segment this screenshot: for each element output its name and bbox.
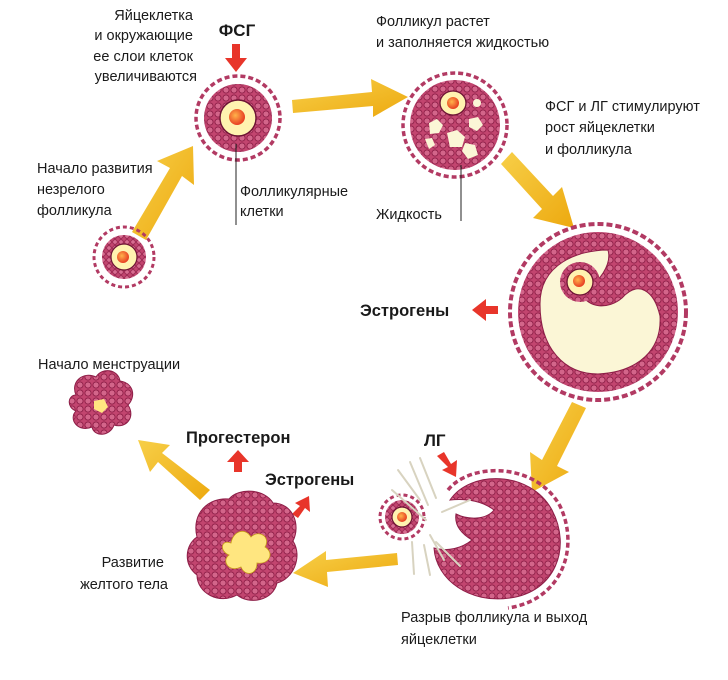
arrow-fluid-to-mature — [501, 152, 574, 228]
label-estrogens-right: Эстрогены — [360, 302, 449, 320]
label-menstruation-start: Начало менструации — [38, 357, 180, 373]
label-oocyte-growth: Яйцеклетка и окружающие ее слои клеток у… — [93, 8, 197, 85]
arrow-rupture-to-luteum — [293, 551, 398, 587]
regressing-body — [68, 370, 134, 435]
progesterone-arrow — [227, 450, 249, 472]
arrow-luteum-to-menstruation — [138, 440, 210, 500]
fluid-follicle — [401, 71, 509, 221]
fluid-splash — [391, 457, 471, 576]
label-progesterone: Прогестерон — [186, 429, 290, 447]
corpus-luteum — [186, 490, 298, 601]
lh-arrow — [437, 452, 457, 477]
estrogen-bottom-arrow — [292, 496, 310, 518]
hormone-arrows — [225, 44, 498, 518]
label-fsh-lh-stimulate: ФСГ и ЛГ стимулируют рост яйцеклетки и ф… — [545, 99, 704, 158]
arrow-mature-to-rupture — [530, 402, 586, 492]
ruptured-follicle — [378, 457, 570, 610]
label-lh: ЛГ — [424, 431, 446, 450]
fsh-arrow — [225, 44, 247, 72]
estrogen-right-arrow — [472, 299, 498, 321]
immature-follicle — [92, 225, 156, 289]
label-follicle-grows: Фолликул растет и заполняется жидкостью — [376, 14, 549, 51]
label-fluid: Жидкость — [376, 207, 442, 223]
cycle-arrows — [132, 79, 586, 587]
text-labels: Яйцеклетка и окружающие ее слои клеток у… — [37, 8, 704, 648]
label-fsh-top: ФСГ — [219, 21, 256, 40]
label-corpus-luteum: Развитие желтого тела — [80, 555, 169, 593]
label-immature-start: Начало развития незрелого фолликула — [37, 161, 157, 219]
arrow-growing-to-fluid — [292, 79, 408, 117]
growing-follicle — [194, 74, 282, 225]
label-estrogens-bottom: Эстрогены — [265, 471, 354, 489]
label-follicular-cells: Фолликулярные клетки — [240, 184, 352, 220]
arrow-immature-to-growing — [132, 146, 194, 240]
label-rupture: Разрыв фолликула и выход яйцеклетки — [401, 610, 591, 648]
mature-follicle — [508, 222, 688, 402]
released-oocyte — [378, 493, 426, 541]
